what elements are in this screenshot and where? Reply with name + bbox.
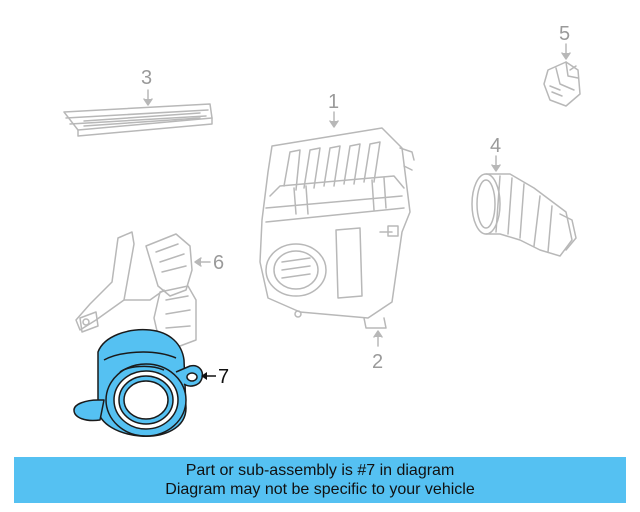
part-3-air-filter <box>63 103 213 137</box>
callout-2: 2 <box>372 351 383 373</box>
callout-5: 5 <box>559 23 570 45</box>
part-7-air-duct-highlighted <box>73 328 204 437</box>
banner-line-disclaimer: Diagram may not be specific to your vehi… <box>165 481 475 498</box>
callout-1: 1 <box>328 91 339 113</box>
part-5-sensor <box>543 61 581 107</box>
part-6-resonator <box>75 231 197 347</box>
callout-3: 3 <box>141 67 152 89</box>
banner-line-part-number: Part or sub-assembly is #7 in diagram <box>185 462 455 479</box>
callout-7: 7 <box>218 366 229 388</box>
callout-6: 6 <box>213 252 224 274</box>
part-4-intake-hose <box>471 173 577 257</box>
part-1-air-cleaner-housing <box>259 127 415 329</box>
info-banner: Part or sub-assembly is #7 in diagram Di… <box>14 457 626 503</box>
callout-4: 4 <box>490 135 501 157</box>
